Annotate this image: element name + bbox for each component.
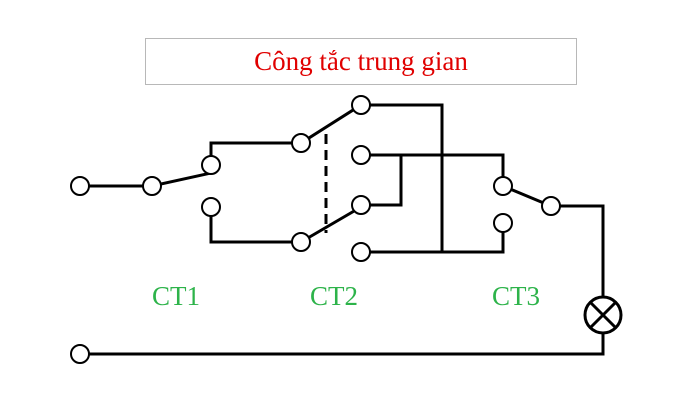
wire-ct1-bottom-to-ct2 <box>209 205 303 244</box>
terminal-ct3-bottom <box>493 213 513 233</box>
wire-ct1-top-to-ct2 <box>209 141 303 165</box>
ct2-lever-bottom <box>298 204 364 245</box>
lamp-symbol-icon <box>583 295 623 335</box>
wire-lamp-return <box>78 332 605 356</box>
terminal-ct2-right-2 <box>351 145 371 165</box>
terminal-ct2-left-top <box>291 133 311 153</box>
wire-ct2-top-right <box>359 103 444 254</box>
terminal-ct2-right-3 <box>351 195 371 215</box>
terminal-ct2-right-1 <box>351 95 371 115</box>
ct1-lever <box>150 171 213 188</box>
terminal-ct3-top <box>493 176 513 196</box>
terminal-ct1-common <box>142 176 162 196</box>
terminal-ct2-right-4 <box>351 242 371 262</box>
ct2-lever-top <box>298 102 364 146</box>
label-ct1: CT1 <box>152 281 200 311</box>
wire-ct3-to-lamp <box>549 204 605 298</box>
terminal-ct2-left-bottom <box>291 232 311 252</box>
diagram-title-box: Công tắc trung gian <box>145 38 577 85</box>
terminal-return <box>70 344 90 364</box>
label-ct3: CT3 <box>492 281 540 311</box>
label-ct2: CT2 <box>310 281 358 311</box>
terminal-ct1-bottom <box>201 197 221 217</box>
diagram-title: Công tắc trung gian <box>254 46 468 76</box>
terminal-input <box>70 176 90 196</box>
wire-ct2-middle-link <box>359 153 403 207</box>
wire-ct2-middle-top <box>359 153 505 188</box>
terminal-ct1-top <box>201 155 221 175</box>
terminal-ct3-common <box>541 196 561 216</box>
